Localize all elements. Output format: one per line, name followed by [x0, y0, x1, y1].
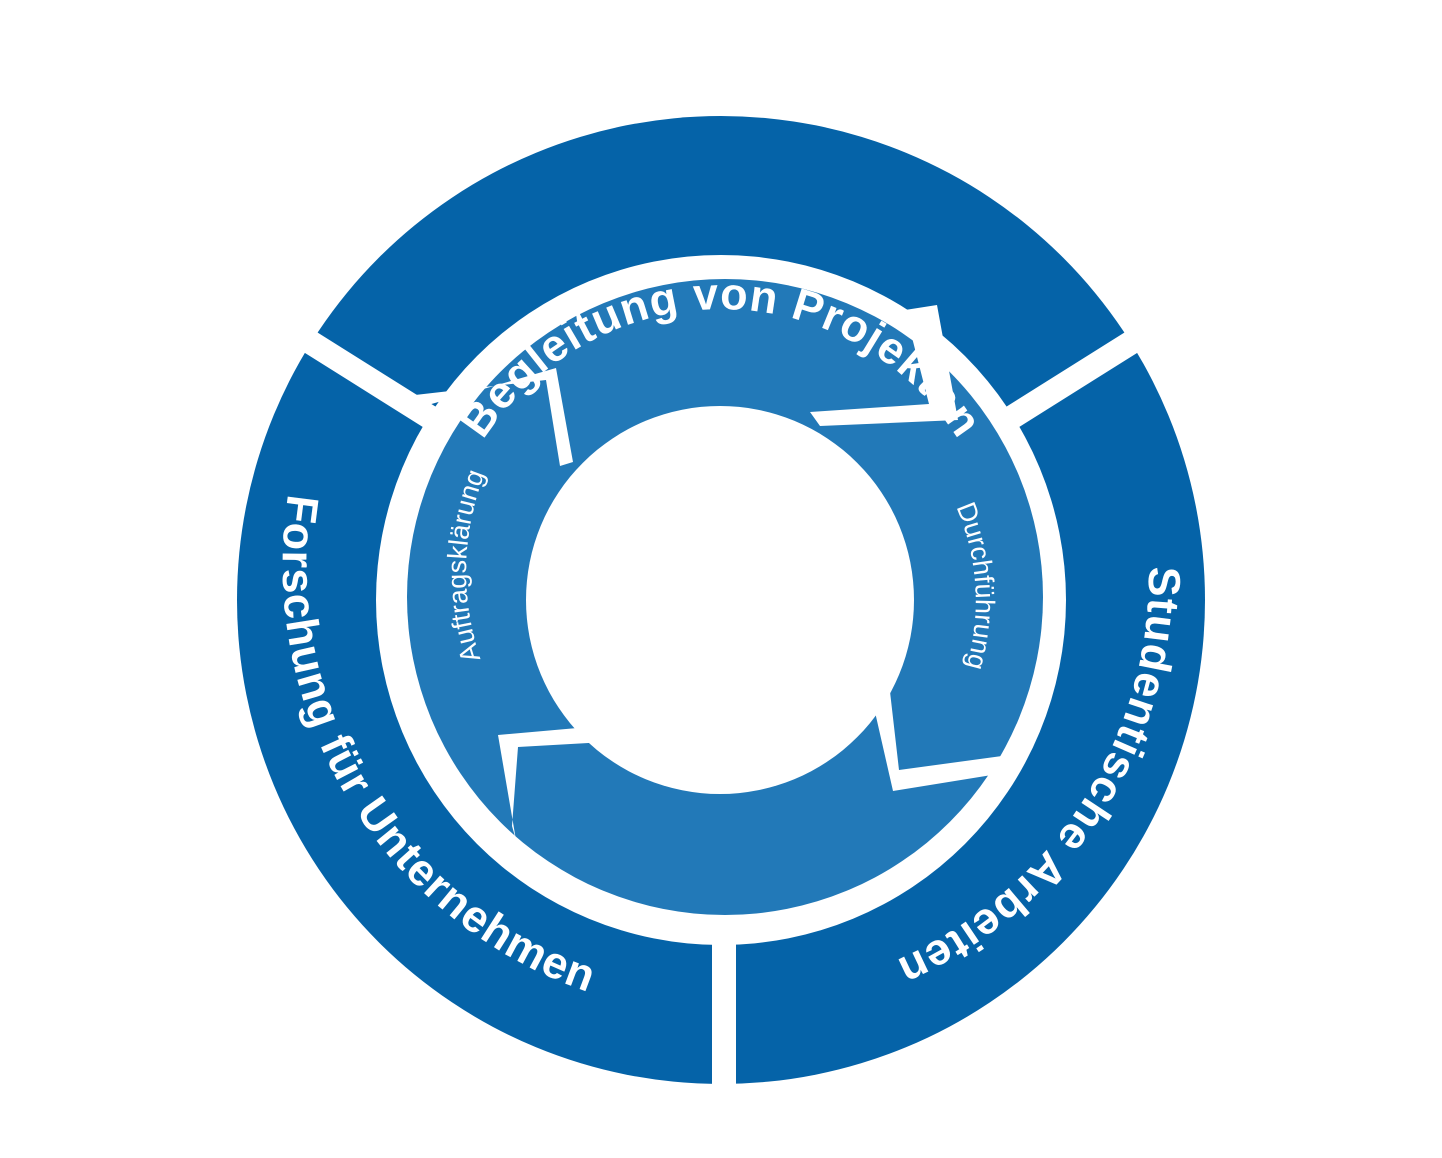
arrow-notch-clos — [498, 726, 606, 840]
arrow-notch-durchfuehrung — [870, 683, 1002, 791]
center-circle — [526, 406, 914, 794]
arrow-notch-auftrag — [415, 368, 573, 466]
arrow-notch-analyse — [810, 305, 958, 426]
